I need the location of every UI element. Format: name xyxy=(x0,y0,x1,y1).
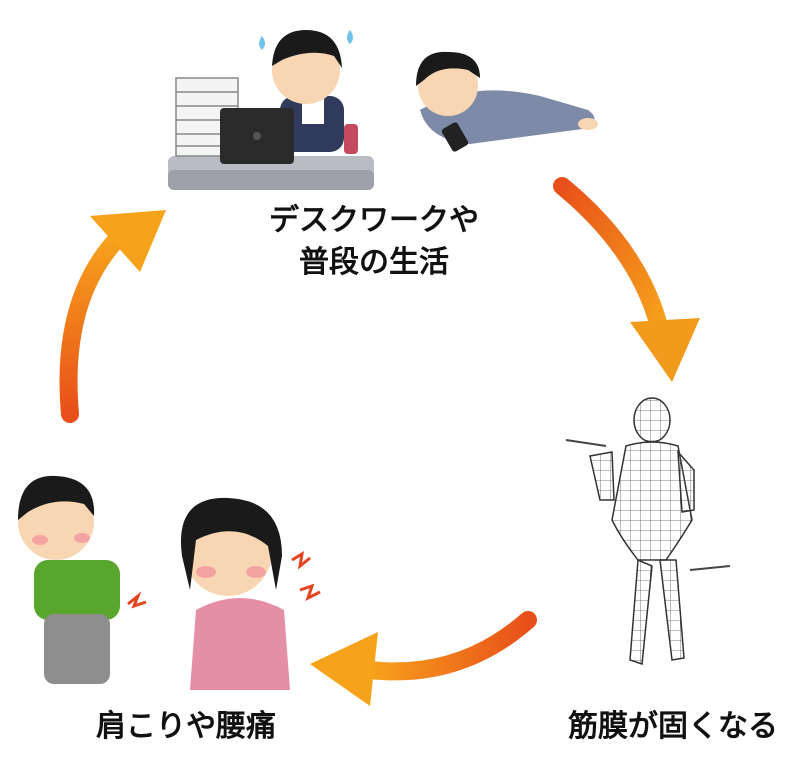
arrow-fascia-to-pain xyxy=(310,611,537,706)
step-label-fascia-stiffens: 筋膜が固くなる xyxy=(568,709,778,744)
step-label-line: 普段の生活 xyxy=(299,245,449,280)
arrow-desk-to-fascia xyxy=(553,177,700,382)
step-label-desk-work: デスクワークや 普段の生活 xyxy=(0,200,774,284)
desk-worker-and-phone-user-icon xyxy=(168,30,598,190)
step-label-shoulder-back-pain: 肩こりや腰痛 xyxy=(96,709,276,744)
back-pain-and-shoulder-pain-icon xyxy=(18,475,321,690)
step-label-line: デスクワークや xyxy=(269,203,479,238)
arrow-pain-to-desk xyxy=(59,210,166,423)
fascia-mesh-body-icon xyxy=(565,397,731,666)
